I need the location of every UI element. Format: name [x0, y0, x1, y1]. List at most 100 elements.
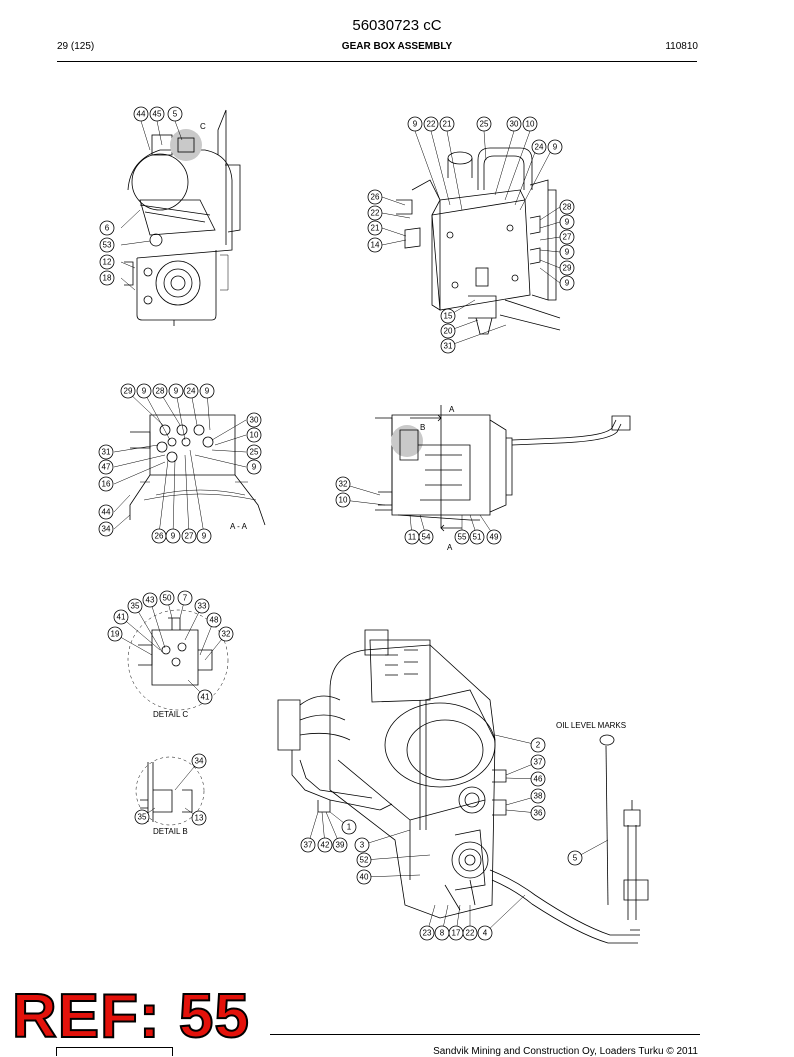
callout: 9	[246, 459, 262, 475]
svg-text:12: 12	[103, 258, 112, 267]
svg-text:10: 10	[339, 496, 348, 505]
leader-lines	[113, 120, 609, 934]
mark-a-bottom: A	[447, 543, 453, 552]
svg-text:47: 47	[102, 463, 111, 472]
mark-b-label: B	[420, 423, 425, 432]
svg-text:37: 37	[304, 841, 313, 850]
footer-copyright: Sandvik Mining and Construction Oy, Load…	[433, 1046, 698, 1057]
svg-text:5: 5	[173, 110, 178, 119]
callout: 16	[98, 476, 114, 492]
svg-text:34: 34	[102, 525, 111, 534]
callout: 24	[183, 383, 199, 399]
callout: 50	[159, 590, 175, 606]
view-detail-b	[135, 756, 205, 826]
view-side-section	[375, 405, 631, 532]
callout: 12	[99, 254, 115, 270]
svg-text:9: 9	[142, 387, 147, 396]
callout: 28	[559, 199, 575, 215]
callout: 26	[151, 528, 167, 544]
page-title: GEAR BOX ASSEMBLY	[341, 41, 453, 52]
svg-text:25: 25	[250, 448, 259, 457]
callout: 21	[367, 220, 383, 236]
svg-text:16: 16	[102, 480, 111, 489]
callout: 9	[196, 528, 212, 544]
callout: 25	[246, 444, 262, 460]
svg-text:33: 33	[198, 602, 207, 611]
callout: 24	[531, 139, 547, 155]
svg-text:1: 1	[347, 823, 352, 832]
svg-text:39: 39	[336, 841, 345, 850]
svg-text:9: 9	[174, 387, 179, 396]
svg-text:26: 26	[155, 532, 164, 541]
detail-c-label: DETAIL C	[153, 710, 188, 719]
callout-group-view6: 34 35 13	[134, 753, 207, 826]
callout: 53	[99, 237, 115, 253]
svg-text:11: 11	[408, 533, 417, 542]
view-section-aa	[129, 414, 266, 526]
callout: 46	[530, 771, 546, 787]
svg-text:38: 38	[534, 792, 543, 801]
callout: 22	[367, 205, 383, 221]
callout: 22	[423, 116, 439, 132]
svg-text:10: 10	[250, 431, 259, 440]
callout: 11	[404, 529, 420, 545]
svg-text:42: 42	[321, 841, 330, 850]
callout: 37	[300, 837, 316, 853]
callout: 23	[419, 925, 435, 941]
callout: 41	[197, 689, 213, 705]
svg-text:9: 9	[565, 218, 570, 227]
svg-text:55: 55	[458, 533, 467, 542]
callout: 29	[559, 260, 575, 276]
callout: 32	[335, 476, 351, 492]
svg-text:9: 9	[565, 248, 570, 257]
callout: 48	[206, 612, 222, 628]
svg-text:9: 9	[205, 387, 210, 396]
svg-text:6: 6	[105, 224, 110, 233]
callout: 30	[246, 412, 262, 428]
callout-group-view2: 9 22 21 25 30 10 24 9 26 22 21 14 28 9 2…	[367, 116, 575, 354]
callout: 22	[462, 925, 478, 941]
svg-text:30: 30	[250, 416, 259, 425]
callout: 9	[168, 383, 184, 399]
page-number: 29 (125)	[57, 41, 95, 52]
company-logo	[56, 1047, 173, 1056]
callout: 31	[440, 338, 456, 354]
callout: 15	[440, 308, 456, 324]
mark-c-label: C	[200, 122, 206, 131]
svg-text:18: 18	[103, 274, 112, 283]
svg-text:9: 9	[202, 532, 207, 541]
callout: 41	[113, 609, 129, 625]
callout: 20	[440, 323, 456, 339]
svg-text:9: 9	[252, 463, 257, 472]
svg-text:22: 22	[371, 209, 380, 218]
callout: 18	[99, 270, 115, 286]
callout: 27	[181, 528, 197, 544]
callout: 43	[142, 592, 158, 608]
callout: 54	[418, 529, 434, 545]
callout: 27	[559, 229, 575, 245]
callout: 30	[506, 116, 522, 132]
callout: 34	[98, 521, 114, 537]
callout: 55	[454, 529, 470, 545]
callout: 5	[567, 850, 583, 866]
callout: 35	[127, 598, 143, 614]
svg-text:31: 31	[102, 448, 111, 457]
callout: 36	[530, 805, 546, 821]
callout-group-view4: 32 10 11 54 55 51 49	[335, 476, 502, 545]
callout: 10	[335, 492, 351, 508]
svg-text:27: 27	[563, 233, 572, 242]
view-isometric-assembly	[277, 629, 649, 944]
svg-text:20: 20	[444, 327, 453, 336]
callout: 26	[367, 189, 383, 205]
svg-text:28: 28	[156, 387, 165, 396]
svg-text:2: 2	[536, 741, 541, 750]
footer-rule	[270, 1034, 700, 1035]
svg-text:34: 34	[195, 757, 204, 766]
svg-text:44: 44	[102, 508, 111, 517]
callout: 9	[559, 244, 575, 260]
svg-text:9: 9	[553, 143, 558, 152]
svg-text:26: 26	[371, 193, 380, 202]
revision-date: 110810	[665, 41, 698, 52]
callout: 35	[134, 809, 150, 825]
